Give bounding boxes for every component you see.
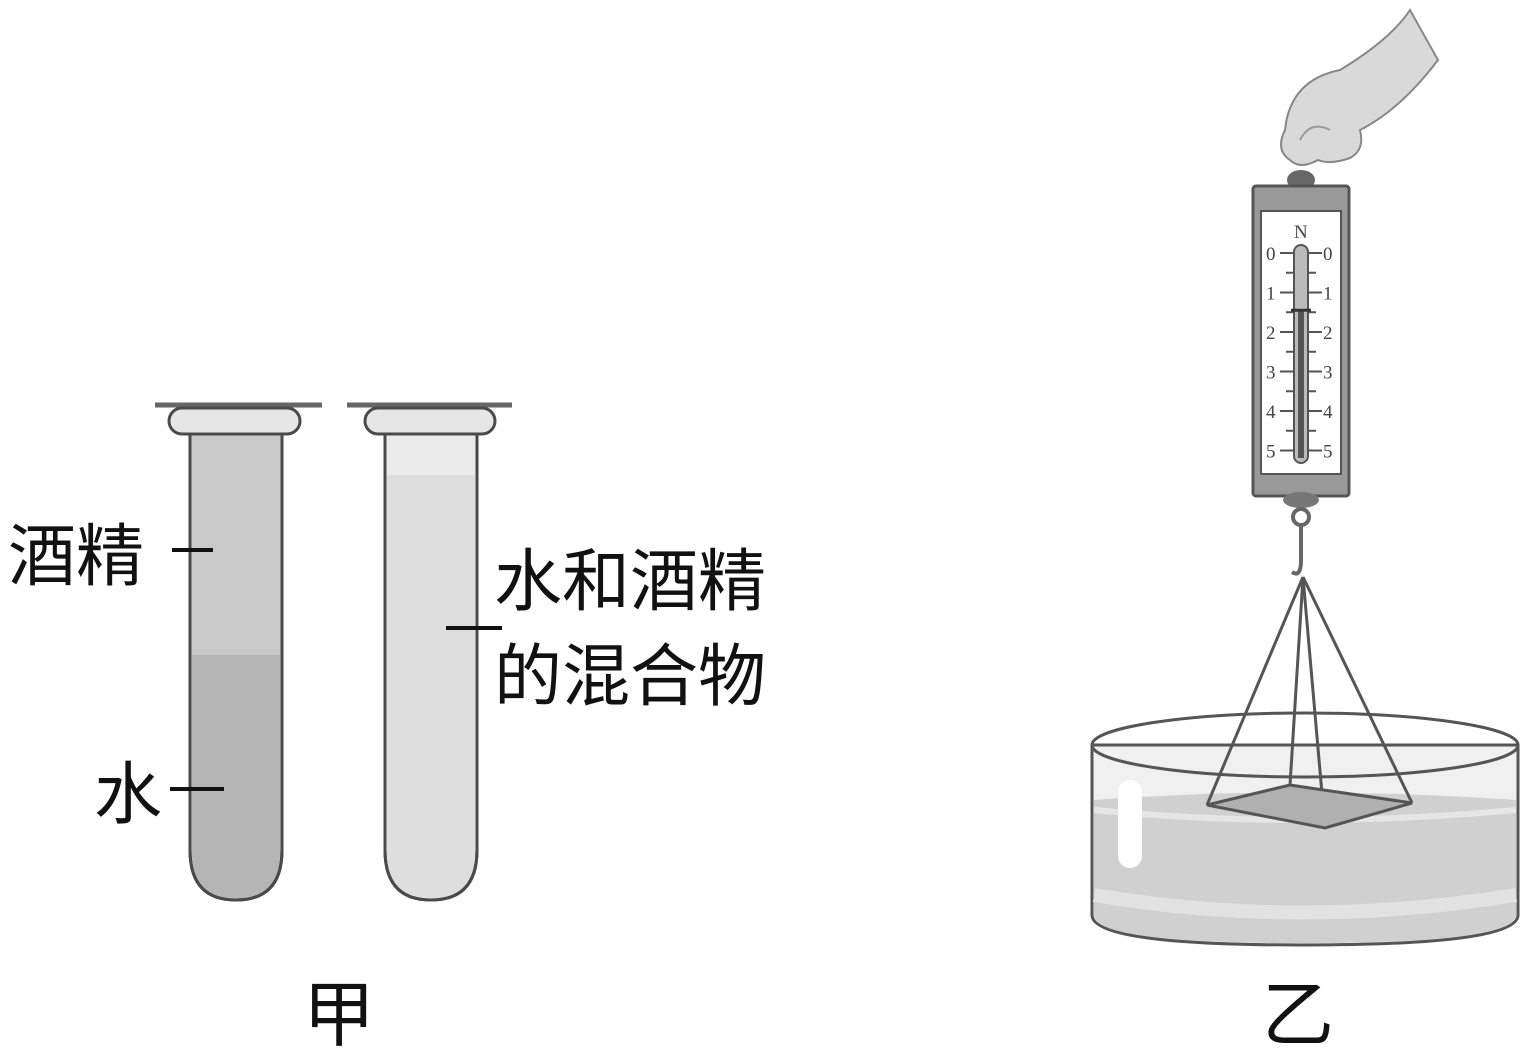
scale-tick-label-right: 4 bbox=[1323, 402, 1333, 423]
scale-tick-label-right: 3 bbox=[1323, 363, 1333, 384]
scale-tick-label-left: 4 bbox=[1266, 402, 1276, 423]
scale-tick-label-right: 0 bbox=[1323, 244, 1333, 265]
label-mixture-line1: 水和酒精 bbox=[494, 543, 766, 622]
caption-yi: 乙 bbox=[1262, 973, 1334, 1057]
scale-tick-label-right: 5 bbox=[1323, 442, 1333, 463]
spring-rod bbox=[1298, 310, 1304, 458]
scale-tick-label-left: 1 bbox=[1266, 284, 1276, 305]
scale-tick-label-right: 2 bbox=[1323, 323, 1333, 344]
water-basin bbox=[1090, 711, 1520, 947]
mixture-layer bbox=[387, 475, 475, 898]
label-water: 水 bbox=[94, 756, 162, 835]
hook bbox=[1290, 525, 1303, 576]
scale-tick-label-left: 0 bbox=[1266, 244, 1276, 265]
hanging-plate bbox=[1205, 576, 1414, 830]
scale-tick-label-left: 3 bbox=[1266, 363, 1276, 384]
scale-tick-label-left: 5 bbox=[1266, 442, 1276, 463]
test-tube-alcohol-water bbox=[155, 402, 322, 902]
label-alcohol: 酒精 bbox=[8, 518, 144, 597]
test-tube-mixture bbox=[347, 402, 512, 902]
scale-unit: N bbox=[1294, 222, 1308, 243]
scale-tick-label-right: 1 bbox=[1323, 284, 1333, 305]
label-mixture-line2: 的混合物 bbox=[494, 638, 766, 717]
caption-jia: 甲 bbox=[303, 973, 375, 1057]
scale-tick-label-left: 2 bbox=[1266, 323, 1276, 344]
hand-icon bbox=[1280, 8, 1440, 166]
water-layer bbox=[192, 655, 280, 898]
spring-scale: N 0 0 1 1 2 2 3 3 4 4 5 5 bbox=[1251, 170, 1351, 576]
